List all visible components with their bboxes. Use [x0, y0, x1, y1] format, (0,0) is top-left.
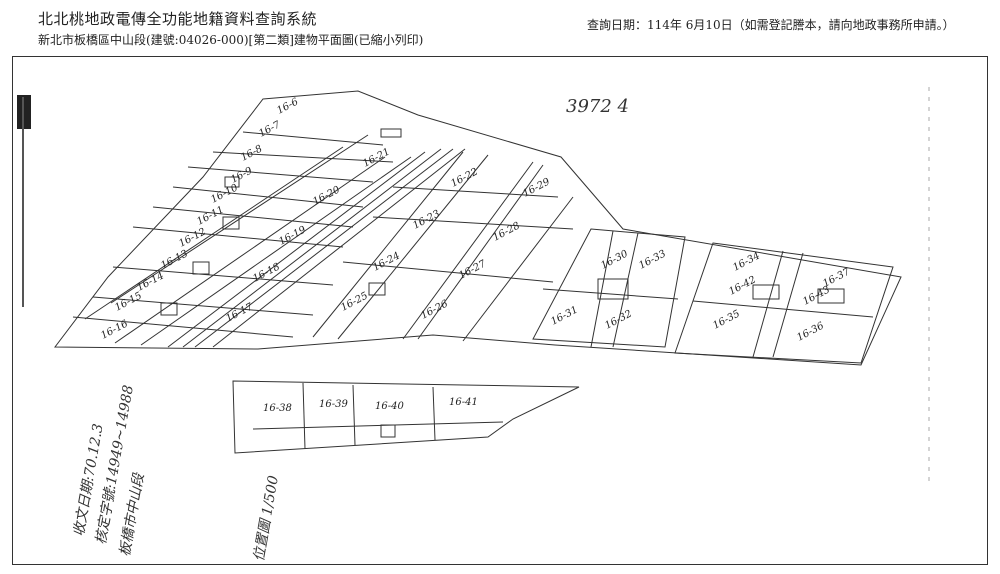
- lot-label: 16-41: [449, 397, 478, 408]
- lot-label: 16-14: [135, 270, 166, 293]
- lot-label: 16-11: [195, 204, 226, 227]
- lot-label: 16-27: [457, 258, 488, 282]
- lot-label: 16-30: [599, 248, 630, 272]
- lot-label: 16-26: [419, 298, 450, 322]
- lot-label: 16-17: [224, 301, 255, 325]
- lot-label: 16-39: [319, 399, 348, 410]
- lot-label: 16-34: [731, 250, 762, 273]
- lot-label: 16-8: [239, 143, 264, 163]
- lot-label: 16-16: [99, 318, 130, 342]
- annotation-location: 板橋市中山段: [117, 470, 148, 557]
- document-subtitle: 新北市板橋區中山段(建號:04026-000)[第二類]建物平面圖(已縮小列印): [38, 33, 424, 47]
- lot-label: 16-36: [795, 320, 826, 344]
- lot-label: 16-7: [257, 119, 283, 140]
- lot-label: 16-31: [549, 304, 580, 327]
- lot-label: 16-21: [361, 146, 392, 169]
- system-title: 北北桃地政電傳全功能地籍資料查詢系統: [38, 10, 318, 28]
- floor-plan-drawing: 3972 4: [17, 87, 930, 563]
- lot-label: 16-32: [603, 308, 634, 331]
- query-date: 查詢日期：114年 6月10日（如需登記謄本，請向地政事務所申請。）: [587, 18, 955, 32]
- lot-label: 16-23: [411, 208, 442, 231]
- handwritten-number: 3972 4: [566, 96, 629, 117]
- lower-block-outline: [232, 380, 580, 454]
- main-block-outline: [54, 90, 902, 366]
- lot-label: 16-24: [371, 250, 402, 273]
- floor-plan-frame: 3972 4: [12, 56, 988, 565]
- lot-label: 16-13: [159, 248, 190, 271]
- lot-label: 16-25: [339, 290, 370, 313]
- lot-label: 16-33: [637, 248, 668, 271]
- lot-label: 16-22: [449, 166, 480, 189]
- lot-label: 16-15: [113, 290, 144, 313]
- lot-label: 16-38: [263, 403, 292, 414]
- lot-label: 16-35: [711, 308, 742, 331]
- scale-note: 位置圖 1/500: [251, 474, 282, 562]
- lot-label: 16-37: [821, 266, 852, 290]
- lot-label: 16-12: [177, 226, 208, 249]
- lot-label: 16-6: [275, 96, 301, 117]
- lot-label: 16-40: [375, 401, 404, 412]
